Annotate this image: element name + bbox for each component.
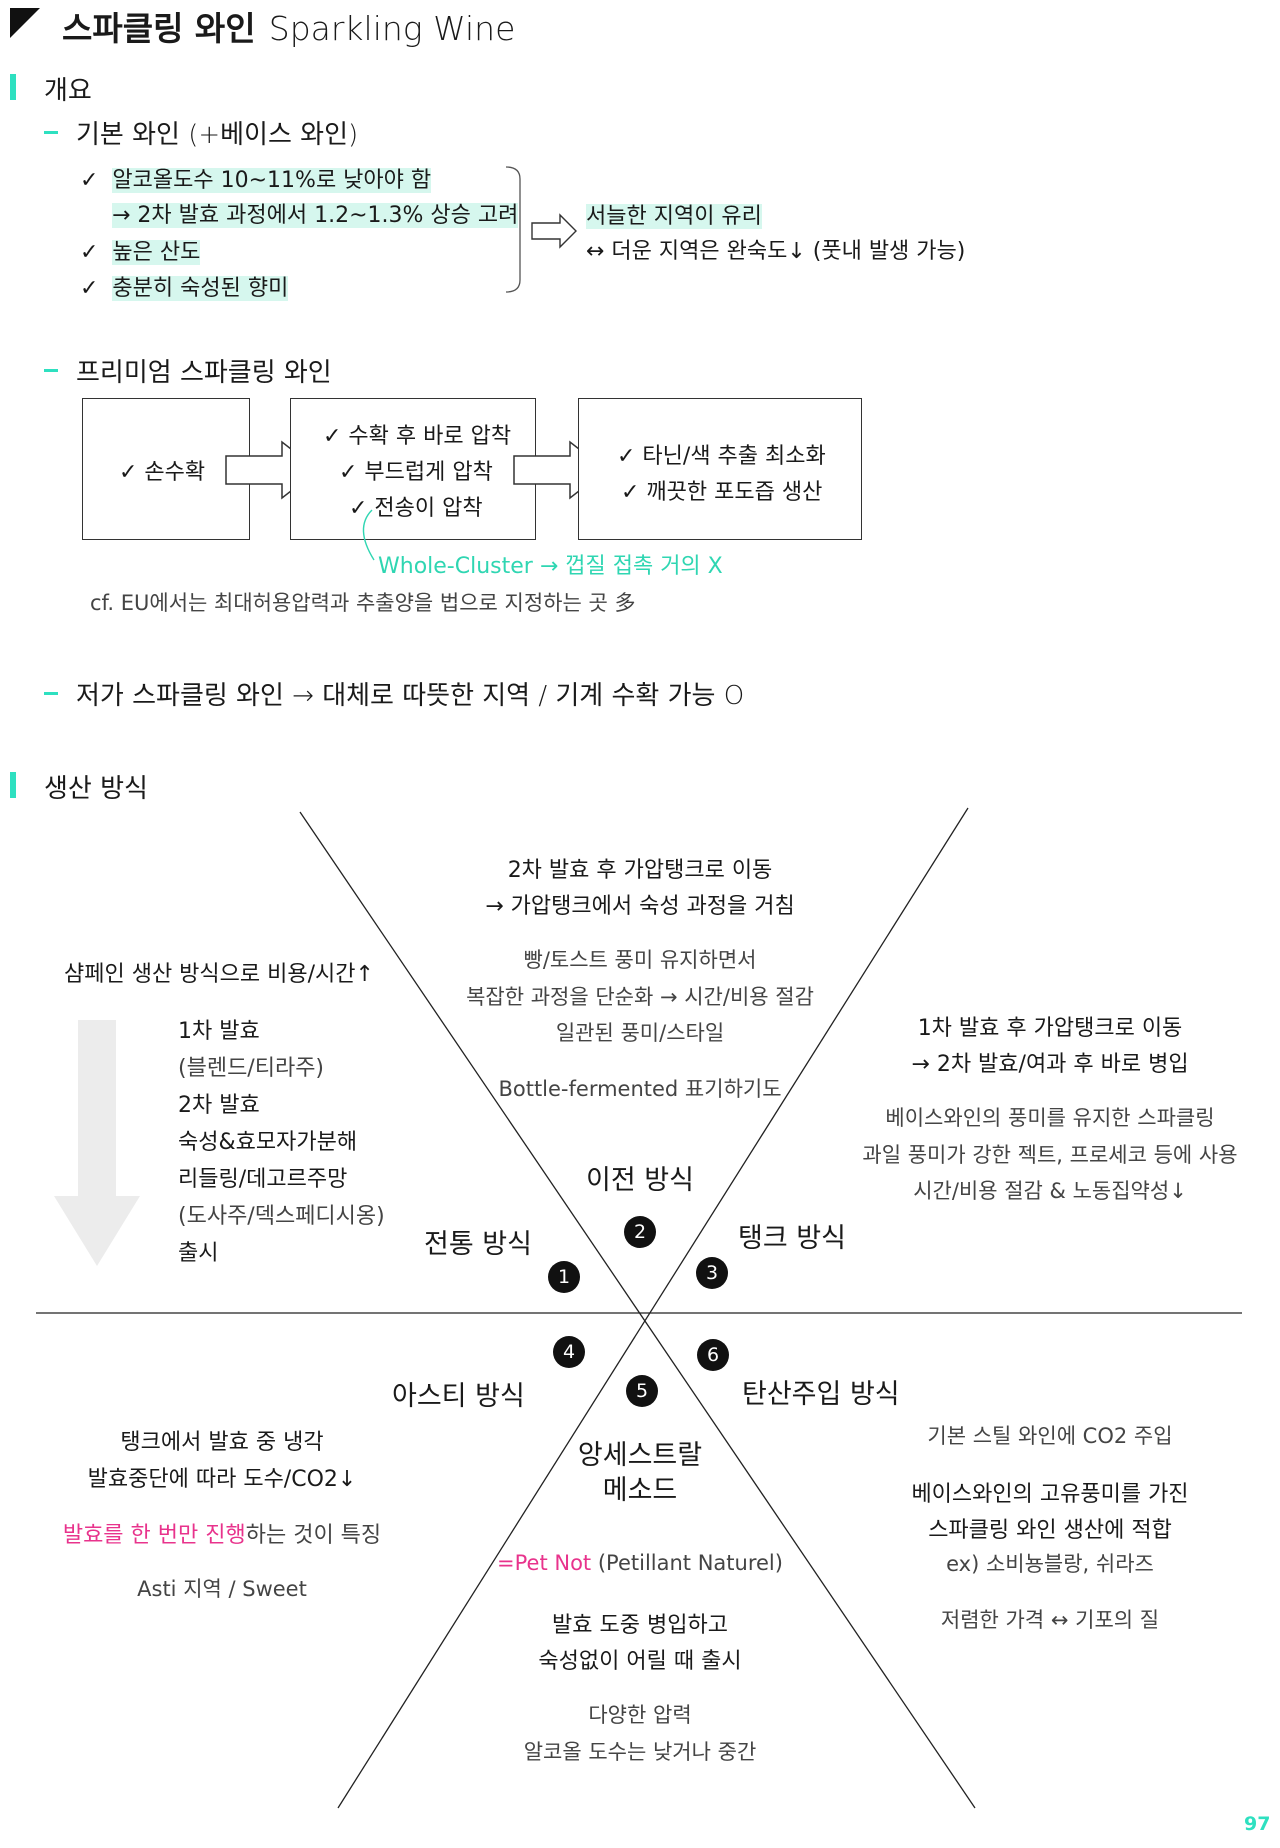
whole-cluster-note: Whole-Cluster → 껍질 접촉 거의 X	[378, 554, 723, 579]
method3-line5: 시간/비용 절감 & 노동집약성↓	[913, 1179, 1187, 1203]
method3-line4: 과일 풍미가 강한 젝트, 프로세코 등에 사용	[862, 1143, 1238, 1167]
method1-step: 1차 발효	[178, 1019, 260, 1044]
premium-box-press: ✓ 수확 후 바로 압착 ✓ 부드럽게 압착 ✓ 전송이 압착	[290, 398, 536, 540]
method6-number-badge: 6	[697, 1339, 729, 1371]
whole-cluster-connector	[362, 509, 375, 561]
base-wine-label: 기본 와인 (+베이스 와인)	[76, 120, 359, 150]
bullet-dash	[44, 369, 58, 372]
method1-name: 전통 방식	[424, 1229, 532, 1260]
bullet-dash	[44, 131, 58, 134]
page-title-en: Sparkling Wine	[268, 9, 516, 48]
box-extract-line2: ✓ 깨끗한 포도즙 생산	[621, 480, 823, 505]
method5-name-line2: 메소드	[602, 1475, 678, 1506]
method2-line3: 빵/토스트 풍미 유지하면서	[523, 948, 757, 972]
method1-desc-title: 샴페인 생산 방식으로 비용/시간↑	[64, 962, 374, 987]
method1-step: 2차 발효	[178, 1093, 260, 1118]
cheap-label: 저가 스파클링 와인 → 대체로 따뜻한 지역 / 기계 수확 가능 O	[76, 681, 745, 711]
box-harvest-text: ✓ 손수확	[119, 460, 206, 485]
method4-line3-emphasis: 발효를 한 번만 진행	[62, 1523, 246, 1548]
method4-name: 아스티 방식	[392, 1381, 525, 1412]
bracket-arrow-graphic	[505, 166, 577, 293]
method1-step: (블렌드/티라주)	[178, 1056, 325, 1081]
title-triangle-icon	[10, 8, 40, 42]
method3-line2: → 2차 발효/여과 후 바로 병입	[911, 1052, 1189, 1077]
method1-step: 숙성&효모자가분해	[178, 1130, 358, 1155]
method2-line2: → 가압탱크에서 숙성 과정을 거침	[485, 894, 795, 919]
section-marker	[10, 74, 16, 100]
section-marker	[10, 772, 16, 798]
method6-line4: ex) 소비뇽블랑, 쉬라즈	[946, 1552, 1154, 1576]
method5-line2: 숙성없이 어릴 때 출시	[538, 1649, 742, 1674]
page-number: 97	[1244, 1813, 1271, 1835]
method6-line3: 스파클링 와인 생산에 적합	[928, 1518, 1172, 1543]
method3-name: 탱크 방식	[738, 1223, 846, 1254]
method6-line2: 베이스와인의 고유풍미를 가진	[911, 1482, 1189, 1507]
box-press-line1: ✓ 수확 후 바로 압착	[323, 424, 512, 449]
method3-line1: 1차 발효 후 가압탱크로 이동	[917, 1016, 1183, 1041]
method5-alias: =Pet Not (Petillant Naturel)	[440, 1551, 840, 1575]
method2-number-badge: 2	[624, 1216, 656, 1248]
bullet-dash	[44, 692, 58, 695]
method4-line1: 탱크에서 발효 중 냉각	[120, 1430, 324, 1455]
page-title-ko: 스파클링 와인	[62, 9, 256, 48]
method1-number-badge: 1	[548, 1261, 580, 1293]
method1-step: 리들링/데고르주망	[178, 1167, 348, 1192]
overview-heading: 개요	[44, 76, 92, 106]
method1-step: 출시	[178, 1241, 219, 1266]
result-cool-region-text: 서늘한 지역이 유리	[586, 204, 762, 229]
check-alcohol: ✓ 알코올도수 10~11%로 낮아야 함	[80, 168, 432, 193]
check-alcohol-sub: → 2차 발효 과정에서 1.2~1.3% 상승 고려	[112, 197, 519, 229]
method4-line3: 발효를 한 번만 진행하는 것이 특징	[42, 1517, 402, 1549]
premium-box-harvest: ✓ 손수확	[82, 398, 250, 540]
method5-line3: 다양한 압력	[588, 1703, 692, 1727]
method4-line3-rest: 하는 것이 특징	[245, 1523, 382, 1548]
down-arrow-graphic	[54, 1020, 140, 1266]
check-aroma-text: 충분히 숙성된 향미	[112, 276, 289, 301]
method3-line3: 베이스와인의 풍미를 유지한 스파클링	[885, 1106, 1215, 1130]
check-aroma: ✓ 충분히 숙성된 향미	[80, 276, 289, 301]
method5-name-line1: 앙세스트랄	[577, 1440, 703, 1471]
method4-line4: Asti 지역 / Sweet	[137, 1577, 307, 1601]
check-alcohol-sub-text: → 2차 발효 과정에서 1.2~1.3% 상승 고려	[112, 203, 519, 228]
box-extract-line1: ✓ 타닌/색 추출 최소화	[617, 444, 826, 469]
method5-alias-emphasis: =Pet Not	[497, 1551, 592, 1575]
premium-label: 프리미엄 스파클링 와인	[76, 358, 332, 388]
box-press-line2: ✓ 부드럽게 압착	[339, 460, 493, 485]
method4-number-badge: 4	[553, 1336, 585, 1368]
method6-line1: 기본 스틸 와인에 CO2 주입	[927, 1424, 1173, 1448]
check-acidity: ✓ 높은 산도	[80, 240, 201, 265]
cf-note: cf. EU에서는 최대허용압력과 추출양을 법으로 지정하는 곳 多	[90, 591, 636, 615]
method6-name: 탄산주입 방식	[742, 1379, 900, 1410]
production-heading: 생산 방식	[44, 774, 148, 804]
check-acidity-text: 높은 산도	[112, 240, 201, 265]
box-press-line3: ✓ 전송이 압착	[349, 496, 483, 521]
method3-number-badge: 3	[696, 1257, 728, 1289]
method6-line5: 저렴한 가격 ↔ 기포의 질	[940, 1608, 1160, 1632]
method4-line2: 발효중단에 따라 도수/CO2↓	[87, 1467, 357, 1492]
method2-name: 이전 방식	[586, 1165, 694, 1196]
page-title: 스파클링 와인 Sparkling Wine	[62, 2, 515, 50]
method5-line4: 알코올 도수는 낮거나 중간	[523, 1740, 757, 1764]
method1-step: (도사주/덱스페디시옹)	[178, 1204, 385, 1229]
result-cool-region: 서늘한 지역이 유리	[586, 198, 762, 230]
method5-alias-rest: (Petillant Naturel)	[591, 1551, 783, 1575]
method2-line1: 2차 발효 후 가압탱크로 이동	[507, 858, 773, 883]
method5-number-badge: 5	[626, 1375, 658, 1407]
check-alcohol-text: 알코올도수 10~11%로 낮아야 함	[112, 168, 432, 193]
method2-line4: 복잡한 과정을 단순화 → 시간/비용 절감	[466, 985, 814, 1009]
method5-line1: 발효 도중 병입하고	[552, 1613, 728, 1638]
premium-box-extract: ✓ 타닌/색 추출 최소화 ✓ 깨끗한 포도즙 생산	[578, 398, 862, 540]
method2-line6: Bottle-fermented 표기하기도	[498, 1077, 782, 1101]
method2-line5: 일관된 풍미/스타일	[555, 1021, 725, 1045]
result-warm-region: ↔ 더운 지역은 완숙도↓ (풋내 발생 가능)	[586, 239, 966, 264]
